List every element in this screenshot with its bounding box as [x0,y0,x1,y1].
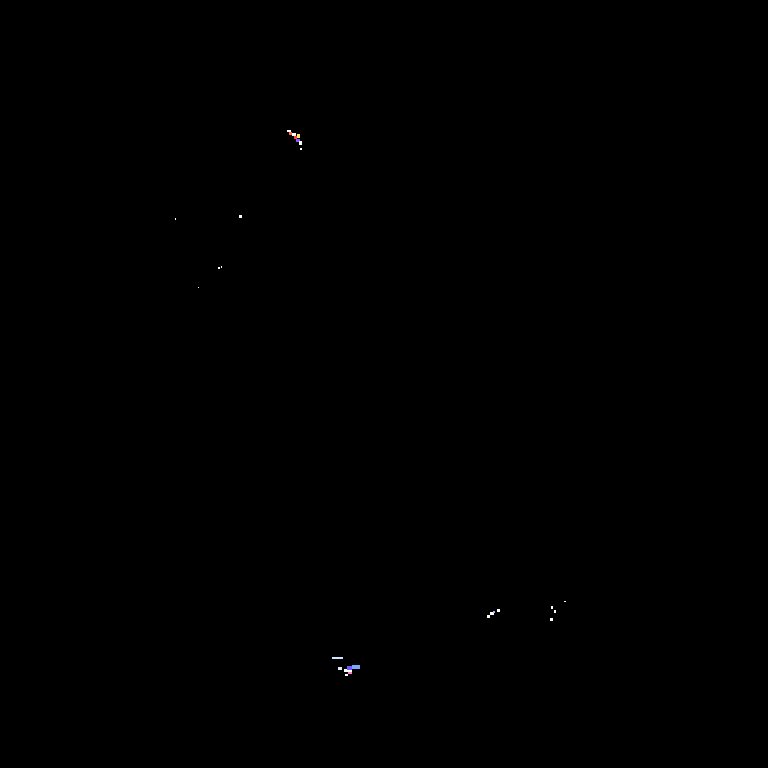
light-speck [490,612,494,615]
light-speck [239,215,242,218]
light-speck [564,601,566,602]
light-speck [493,611,495,613]
light-speck [296,139,300,142]
light-speck [299,141,302,145]
light-speck [198,287,199,288]
light-speck [175,218,176,220]
light-speck [345,674,348,676]
light-speck [332,657,343,659]
light-speck [289,132,292,135]
light-speck [487,615,490,618]
light-speck [554,610,556,613]
light-speck [338,667,342,670]
light-speck [352,665,360,669]
light-speck [218,267,220,269]
light-speck [292,133,296,136]
light-speck [550,618,553,621]
light-speck [347,666,352,670]
light-speck [348,672,352,674]
light-speck [300,148,302,150]
light-speck [344,669,352,672]
light-speck [221,266,222,268]
light-speck [287,130,291,132]
light-speck [294,136,297,139]
light-speck [497,609,500,612]
light-speck [551,606,553,609]
light-speck [297,134,300,138]
